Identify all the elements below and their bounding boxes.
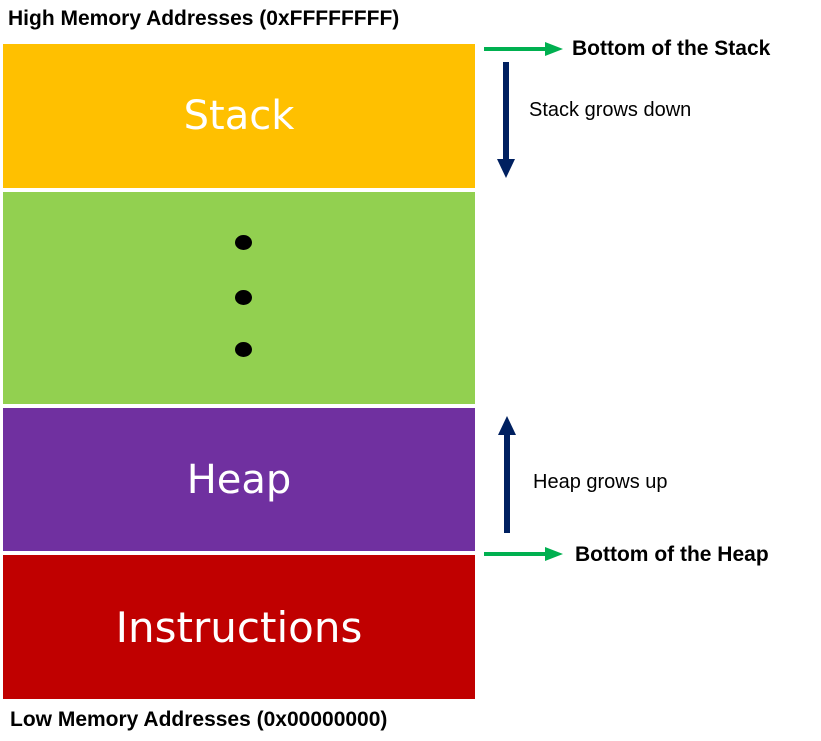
stack-grows-down-label: Stack grows down <box>529 99 692 121</box>
bottom-of-heap-label: Bottom of the Heap <box>575 543 769 566</box>
ellipsis-dot <box>235 290 252 305</box>
heap-grows-up-arrow-icon <box>498 416 516 533</box>
bottom-of-stack-label: Bottom of the Stack <box>572 37 771 60</box>
instructions-segment: Instructions <box>3 555 475 699</box>
instructions-segment-label: Instructions <box>115 602 363 652</box>
heap-grows-up-label: Heap grows up <box>533 471 668 493</box>
stack-grows-down-arrow-icon <box>497 62 515 178</box>
ellipsis-dot <box>235 342 252 357</box>
heap-segment-label: Heap <box>186 456 292 503</box>
ellipsis-dot <box>235 235 252 250</box>
low-memory-label: Low Memory Addresses (0x00000000) <box>10 708 388 731</box>
high-memory-label: High Memory Addresses (0xFFFFFFFF) <box>8 7 400 30</box>
bottom-heap-arrow-icon <box>484 547 563 561</box>
stack-segment: Stack <box>3 44 475 188</box>
bottom-stack-arrow-icon <box>484 42 563 56</box>
heap-segment: Heap <box>3 408 475 551</box>
stack-segment-label: Stack <box>183 93 295 139</box>
